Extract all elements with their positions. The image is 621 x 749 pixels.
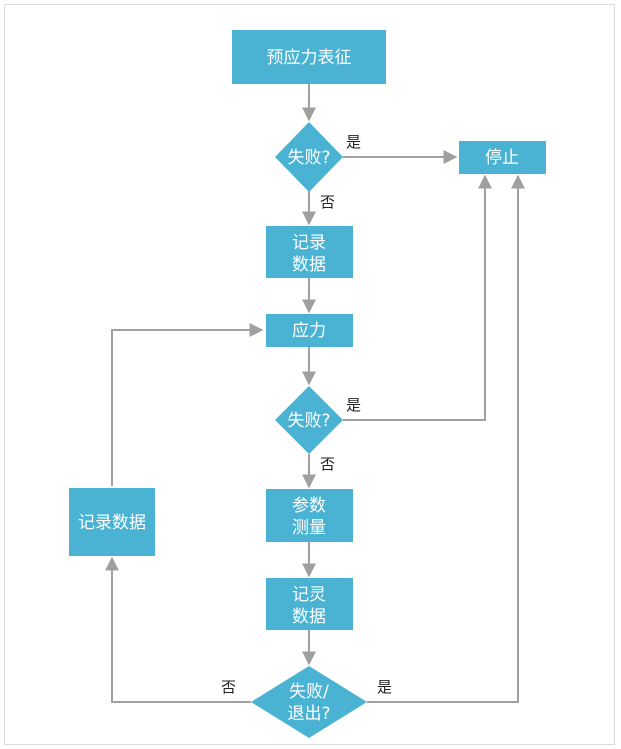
node-fail1: [275, 122, 343, 192]
node-record2: [266, 578, 353, 630]
node-record-left-label: 记录数据: [78, 513, 146, 533]
node-fail2-label: 失败?: [287, 411, 330, 431]
node-fail3-line1: 失败/: [289, 682, 329, 702]
node-fail3: [251, 666, 367, 738]
edge-label-fail1-no: 否: [320, 193, 335, 211]
node-measure-line1: 参数: [292, 496, 326, 516]
node-record2-line2: 数据: [292, 607, 326, 627]
edge-label-fail3-no: 否: [221, 678, 236, 696]
edge-fail3-to-stop: [367, 174, 525, 703]
nodes: [69, 30, 546, 738]
node-stop-label: 停止: [485, 148, 519, 168]
edge-fail2-to-stop: [343, 174, 492, 421]
node-record1-line1: 记录: [292, 233, 326, 253]
node-stress: [266, 314, 353, 347]
node-stop: [459, 141, 546, 174]
node-record-left: [69, 488, 155, 556]
edges: [105, 84, 525, 703]
edge-label-fail2-no: 否: [320, 455, 335, 473]
edge-record-left-to-stress: [111, 323, 264, 486]
node-prestress: [232, 30, 386, 84]
node-prestress-label: 预应力表征: [267, 48, 352, 68]
node-fail1-label: 失败?: [287, 148, 330, 168]
node-measure: [266, 489, 353, 542]
node-fail3-line2: 退出?: [287, 704, 330, 724]
node-fail2: [275, 386, 343, 454]
node-stress-label: 应力: [292, 321, 326, 341]
edge-label-fail3-yes: 是: [377, 678, 392, 696]
edge-label-fail1-yes: 是: [346, 133, 361, 151]
diagram-frame: [4, 4, 615, 745]
node-record1-line2: 数据: [292, 255, 326, 275]
node-record1: [266, 226, 353, 278]
node-measure-line2: 测量: [292, 518, 326, 538]
edge-fail3-to-record-left: [105, 556, 251, 703]
edge-label-fail2-yes: 是: [346, 396, 361, 414]
node-record2-line1: 记灵: [292, 585, 326, 605]
